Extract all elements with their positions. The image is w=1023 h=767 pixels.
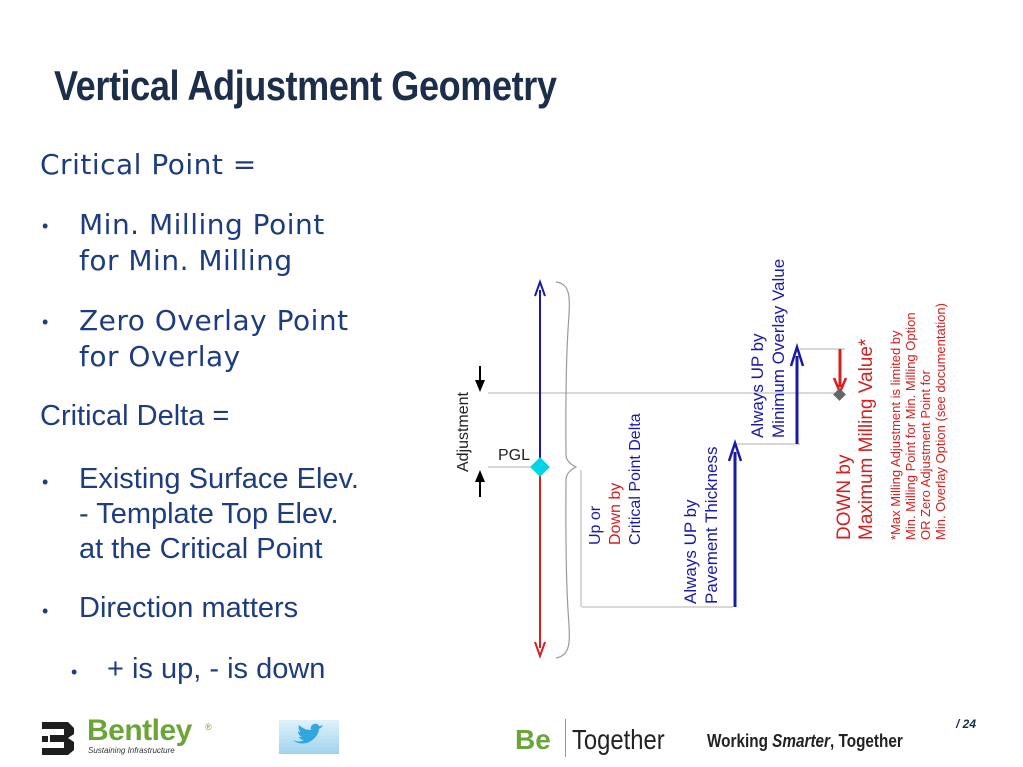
overlay-arrowhead [789,342,805,367]
max-milling-label-line1: DOWN by [834,454,855,540]
critical-delta-heading: Critical Delta = [40,400,230,432]
note-label-group: *Max Milling Adjustment is limited by Mi… [888,303,948,540]
bullet-min-milling-line1: Min. Milling Point [79,208,325,241]
adjustment-bottom-arrowhead [475,470,485,482]
bullet-existing-surface-line2: - Template Top Elev. [79,498,339,530]
sub-bullet-up-down: + is up, - is down [107,653,326,685]
bullet-marker: • [42,216,49,236]
pavement-label-line1: Always UP by [681,499,700,604]
pavement-label-group: Always UP by Pavement Thickness [681,447,721,604]
page-number: / 24 [956,717,977,731]
pgl-marker-icon [530,457,550,477]
slide-title: Vertical Adjustment Geometry [54,62,557,109]
critical-delta-brace [555,281,578,659]
pavement-arrowhead [727,439,743,462]
bullet-marker: • [42,601,49,621]
bentley-wordmark: Bentley [87,714,192,747]
twitter-bird-icon[interactable] [279,720,339,754]
working-smarter-slogan: Working Smarter, Together [707,731,903,751]
pgl-label: PGL [498,447,530,464]
be-wordmark: Be [515,724,551,755]
registered-mark: ® [205,722,212,732]
note-label-line4: Min. Overlay Option (see documentation) [933,303,948,540]
bullet-marker: • [42,472,49,492]
bullet-existing-surface-line1: Existing Surface Elev. [79,463,359,495]
delta-label-line1: Up or [587,505,604,545]
note-label-line2: Min. Milling Point for Min. Milling Opti… [903,312,918,540]
together-wordmark: Together [572,724,665,755]
pavement-label-line2: Pavement Thickness [702,447,721,604]
adjustment-label: Adjustment [455,391,472,472]
pgl-up-arrowhead [534,279,546,297]
bullet-zero-overlay-line1: Zero Overlay Point [79,304,349,337]
delta-label-line2: Down by [607,483,624,545]
bullet-zero-overlay-line2: for Overlay [79,340,241,373]
bullet-marker: • [42,312,49,332]
min-overlay-label-group: Always UP by Minimum Overlay Value [748,259,788,438]
footer-divider [565,719,566,757]
note-label-line1: *Max Milling Adjustment is limited by [888,330,903,540]
pgl-down-arrowhead [534,641,546,659]
min-overlay-label-line1: Always UP by [748,333,767,438]
delta-label-line3: Critical Point Delta [627,413,644,545]
max-milling-label-group: DOWN by Maximum Milling Value* [834,338,877,540]
note-label-line3: OR Zero Adjustment Point for [918,370,933,540]
adjustment-top-arrowhead [475,380,485,392]
critical-delta-label-group: Up or Down by Critical Point Delta [587,413,644,545]
bullet-direction: Direction matters [79,592,299,624]
bentley-tagline: Sustaining Infrastructure [88,746,175,755]
max-milling-label-line2: Maximum Milling Value* [856,338,877,540]
min-overlay-label-line2: Minimum Overlay Value [769,259,788,438]
critical-point-heading: Critical Point = [40,148,257,181]
critical-point-marker-icon [833,388,846,401]
sub-bullet-marker: • [71,662,78,682]
bullet-min-milling-line2: for Min. Milling [79,244,293,277]
bentley-logo-icon [38,718,78,758]
bullet-existing-surface-line3: at the Critical Point [79,533,323,565]
